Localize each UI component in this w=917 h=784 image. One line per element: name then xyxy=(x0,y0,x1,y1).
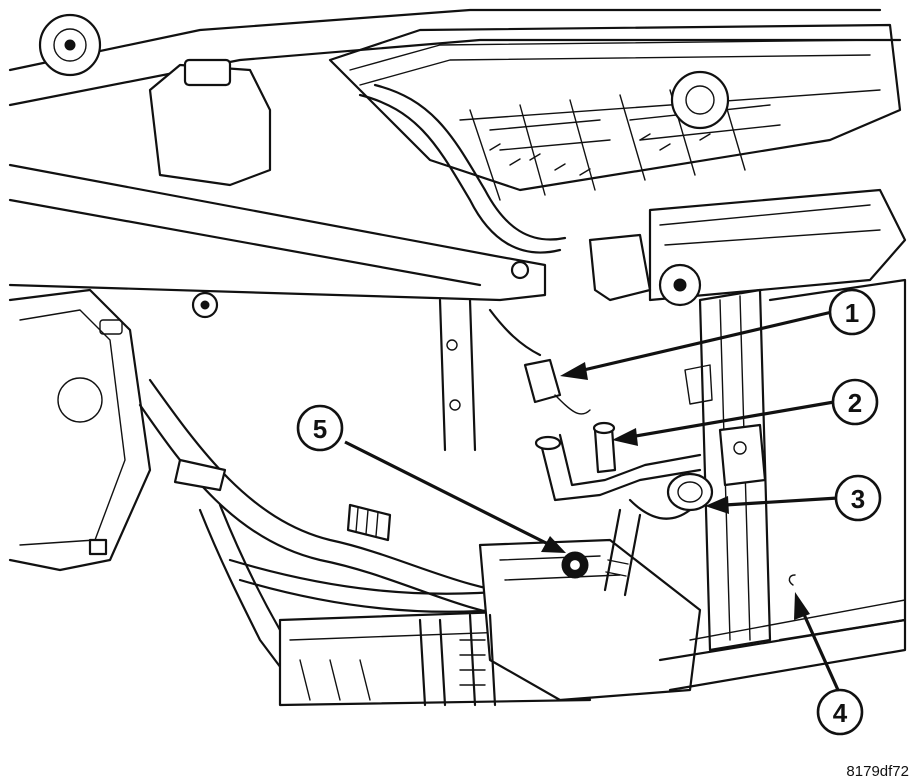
leader-5 xyxy=(344,440,551,547)
callout-5: 5 xyxy=(296,404,344,452)
leader-1 xyxy=(574,310,833,374)
callout-5-label: 5 xyxy=(313,414,327,444)
callout-4-label: 4 xyxy=(833,698,848,728)
leader-2 xyxy=(629,400,835,439)
arrowhead-3 xyxy=(705,496,729,514)
callout-1-label: 1 xyxy=(845,298,859,328)
callout-1: 1 xyxy=(828,288,876,336)
radiator-drawing xyxy=(658,278,907,692)
callout-4: 4 xyxy=(816,688,864,736)
frame-drawing xyxy=(8,163,547,572)
arrowhead-4 xyxy=(794,592,810,620)
hoses-and-lines xyxy=(138,378,702,707)
callouts: 1 2 3 4 5 xyxy=(296,288,882,736)
callout-2-label: 2 xyxy=(848,388,862,418)
arrowhead-1 xyxy=(560,362,588,380)
leader-3 xyxy=(724,496,839,507)
callout-3: 3 xyxy=(834,474,882,522)
leader-4 xyxy=(800,609,840,691)
callout-3-label: 3 xyxy=(851,484,865,514)
arrowhead-5 xyxy=(541,536,566,553)
component-detail xyxy=(488,308,714,597)
callout-2: 2 xyxy=(831,378,879,426)
figure-code: 8179df72 xyxy=(846,763,909,780)
engine-drawing xyxy=(8,8,907,307)
arrowhead-2 xyxy=(612,428,638,446)
